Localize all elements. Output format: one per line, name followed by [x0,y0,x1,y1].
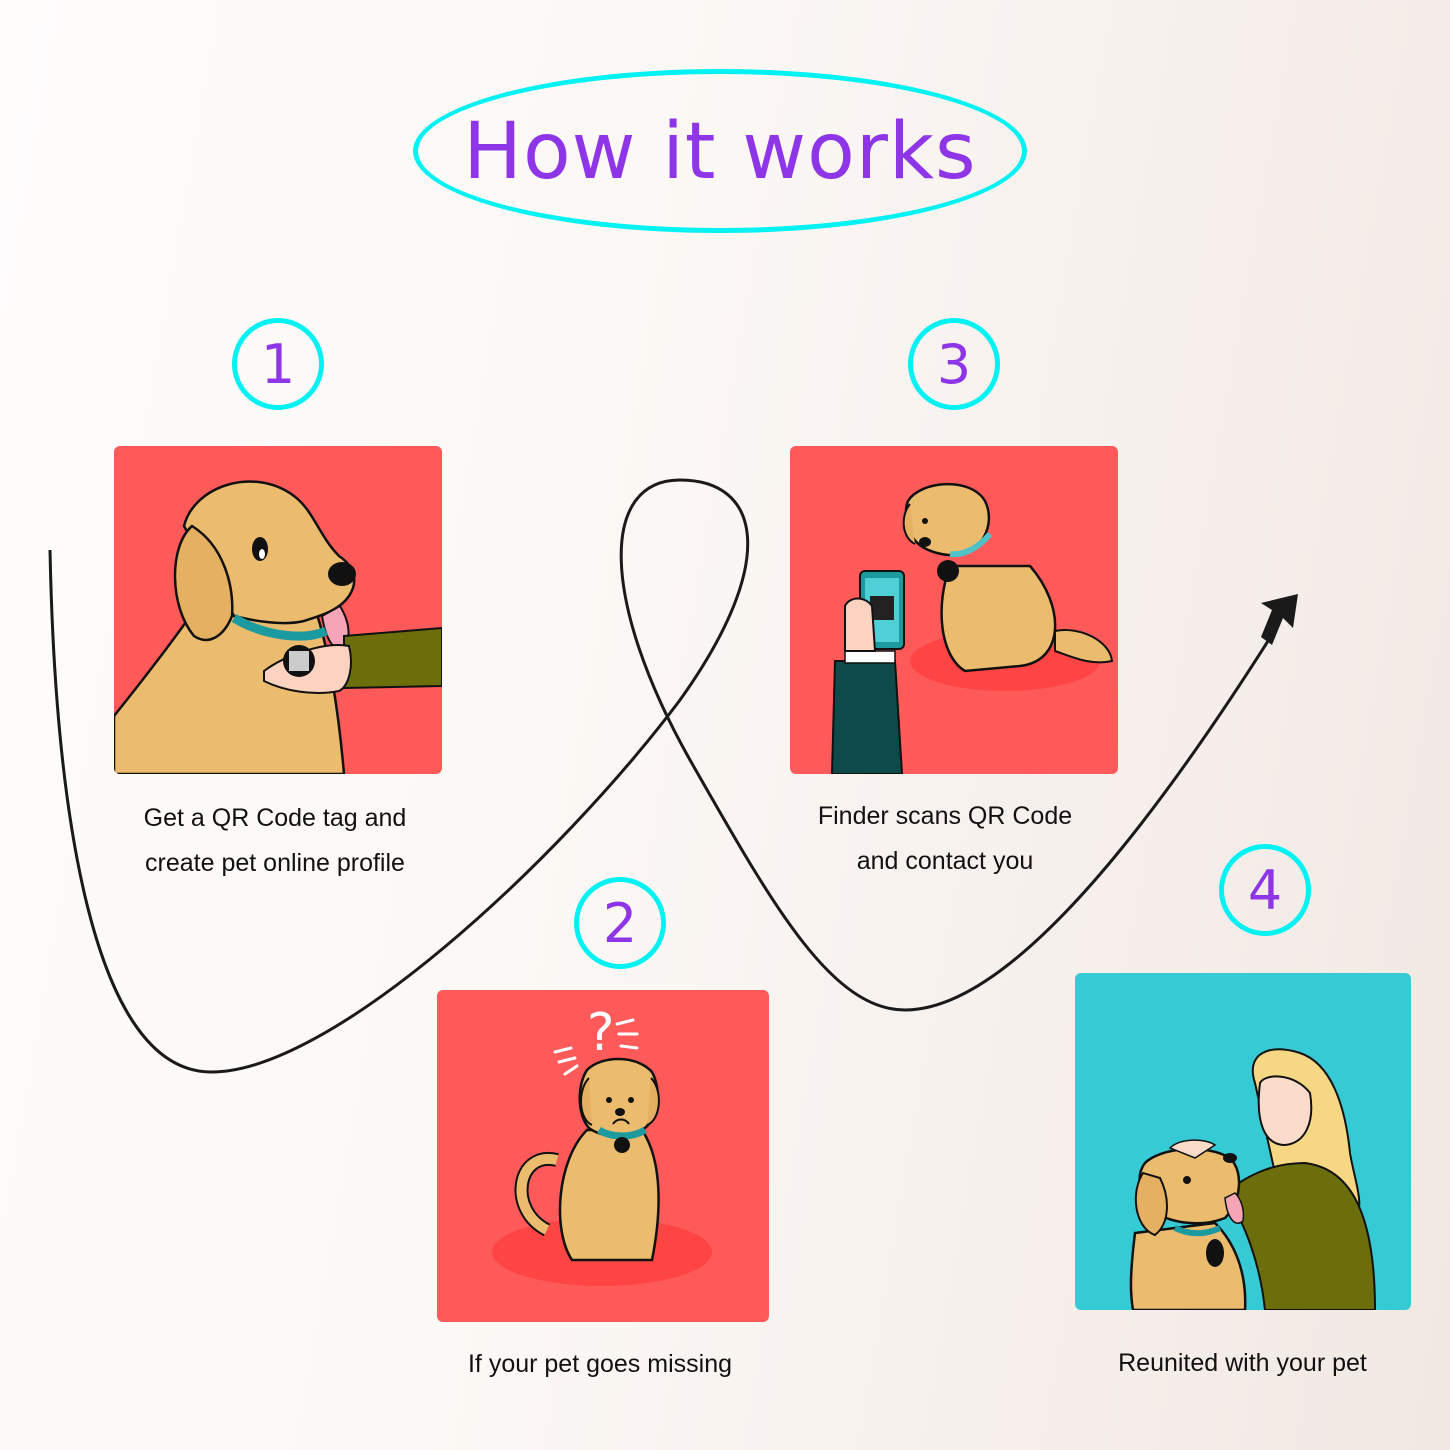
step-3-badge: 3 [908,318,1000,410]
step-2-caption: If your pet goes missing [467,1350,732,1378]
step-3-caption: Finder scans QR Code and contact you [817,802,1073,875]
step-number: 4 [1247,858,1283,922]
step-number: 1 [260,332,296,396]
step-2-badge: 2 [574,877,666,969]
step-4-caption: Reunited with your pet [1118,1349,1367,1377]
question-mark-icon: ? [587,1003,615,1063]
step-number: 2 [602,891,638,955]
title-oval: How it works [413,69,1027,233]
step-1-illustration [114,446,442,774]
step-3-illustration [790,446,1118,774]
step-2-illustration: ? [437,990,769,1322]
step-4-illustration [1075,973,1411,1310]
step-4-badge: 4 [1219,844,1311,936]
step-1-badge: 1 [232,318,324,410]
arrow-up-right-icon [1261,594,1298,645]
step-1-caption: Get a QR Code tag and create pet online … [143,804,407,877]
step-number: 3 [936,332,972,396]
page-title: How it works [463,107,977,197]
